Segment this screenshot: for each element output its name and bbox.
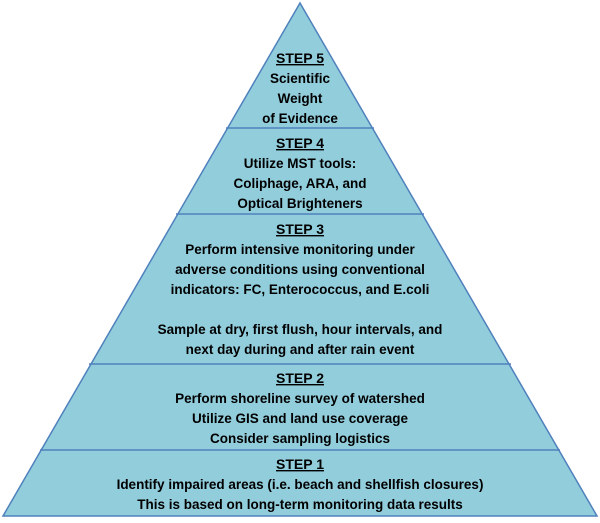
step-5-tier: STEP 5 Scientific Weight of Evidence — [262, 50, 338, 126]
step-4-title: STEP 4 — [276, 135, 324, 151]
step-2-tier: STEP 2 Perform shoreline survey of water… — [175, 370, 425, 446]
step-3-tier: STEP 3 Perform intensive monitoring unde… — [158, 221, 443, 357]
step-4-tier: STEP 4 Utilize MST tools: Coliphage, ARA… — [233, 135, 366, 211]
step-2-line: Perform shoreline survey of watershed — [175, 391, 425, 406]
step-3-line: Perform intensive monitoring under — [185, 242, 415, 257]
step-2-title: STEP 2 — [276, 370, 324, 386]
step-3-line: indicators: FC, Enterococcus, and E.coli — [171, 282, 430, 297]
step-5-line: Scientific — [270, 71, 331, 86]
step-1-tier: STEP 1 Identify impaired areas (i.e. bea… — [117, 456, 484, 512]
step-5-line: Weight — [278, 91, 323, 106]
step-5-line: of Evidence — [262, 111, 338, 126]
step-3-line: next day during and after rain event — [186, 342, 415, 357]
step-5-title: STEP 5 — [276, 50, 324, 66]
step-4-line: Utilize MST tools: — [244, 156, 357, 171]
step-1-line: This is based on long-term monitoring da… — [137, 497, 463, 512]
step-3-line: Sample at dry, first flush, hour interva… — [158, 322, 443, 337]
step-1-line: Identify impaired areas (i.e. beach and … — [117, 477, 484, 492]
step-2-line: Consider sampling logistics — [210, 431, 390, 446]
step-2-line: Utilize GIS and land use coverage — [192, 411, 409, 426]
step-4-line: Optical Brighteners — [237, 196, 362, 211]
step-4-line: Coliphage, ARA, and — [233, 176, 366, 191]
step-1-title: STEP 1 — [276, 456, 324, 472]
step-3-title: STEP 3 — [276, 221, 324, 237]
step-3-line: adverse conditions using conventional — [175, 262, 425, 277]
